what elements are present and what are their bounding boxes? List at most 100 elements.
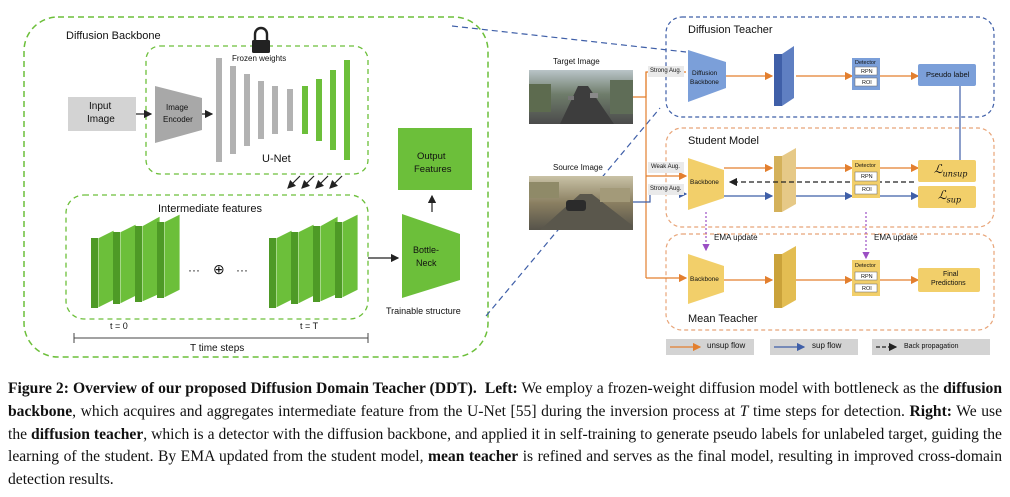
student-backbone-label: Backbone xyxy=(690,179,719,186)
input-flows xyxy=(633,71,688,283)
bottleneck-label-2: Neck xyxy=(416,258,437,268)
backbone-title: Diffusion Backbone xyxy=(66,30,161,42)
loss-unsup-subscript: unsup xyxy=(942,169,968,179)
legend-sup xyxy=(770,339,858,355)
image-encoder-shape xyxy=(155,86,202,143)
roi-label-student: ROI xyxy=(862,187,872,193)
legend-back xyxy=(872,339,990,355)
detector-student xyxy=(852,160,880,198)
source-image xyxy=(529,176,633,230)
caption-figure-label: Figure 2: Overview of our proposed Diffu… xyxy=(8,380,477,397)
student-feature-block xyxy=(774,148,796,212)
rpn-label-student: RPN xyxy=(861,174,873,180)
source-image-label: Source Image xyxy=(553,163,603,172)
oplus-symbol: ⊕ xyxy=(213,261,225,277)
ema-label-right: EMA update xyxy=(874,233,918,242)
strong-aug-box-2 xyxy=(648,184,684,195)
ema-label-left: EMA update xyxy=(714,233,758,242)
legend-unsup xyxy=(666,339,754,355)
bottleneck-shape xyxy=(402,214,460,298)
feature-stack-t0 xyxy=(91,213,181,309)
loss-unsup-symbol: ℒ xyxy=(934,162,943,176)
ddt-overview-figure xyxy=(23,16,995,358)
strong-aug-box-1 xyxy=(648,66,684,77)
student-model-title: Student Model xyxy=(688,135,759,147)
legend-unsup-label: unsup flow xyxy=(707,341,746,350)
caption-text-6: is refined and serves as the final model… xyxy=(8,448,1002,489)
caption-text-4: We use the xyxy=(8,402,1002,443)
image-encoder-label-2: Encoder xyxy=(163,115,193,124)
detector-label-teacher: Detector xyxy=(855,60,876,66)
target-image-label: Target Image xyxy=(553,57,600,66)
roi-label-teacher: ROI xyxy=(862,80,872,86)
student-model-panel xyxy=(665,127,995,228)
mean-feature-block xyxy=(774,246,796,308)
caption-italic-T: T xyxy=(739,402,749,420)
input-image-label-1: Input xyxy=(89,101,112,112)
orange-flows xyxy=(724,71,920,285)
strong-aug-label-1: Strong Aug. xyxy=(650,68,682,74)
trainable-label: Trainable structure xyxy=(386,306,461,316)
rpn-label-teacher: RPN xyxy=(861,69,873,75)
intermediate-title: Intermediate features xyxy=(158,203,262,215)
unet-blocks xyxy=(216,58,350,162)
feature-stack-tT xyxy=(269,213,359,309)
loss-sup-subscript: sup xyxy=(946,195,962,205)
time-axis xyxy=(73,333,369,343)
caption-text-1: We employ a frozen-weight diffusion mode… xyxy=(517,380,944,397)
output-features-label-1: Output xyxy=(417,151,446,162)
rpn-label-mean: RPN xyxy=(861,274,873,280)
diffusion-teacher-title: Diffusion Teacher xyxy=(688,24,773,36)
input-image-box xyxy=(68,97,136,131)
frozen-weights-label: Frozen weights xyxy=(232,54,287,63)
caption-text-5: , which is a detector with the diffusion… xyxy=(8,425,1002,466)
caption-text-3: time steps for detection. xyxy=(748,402,910,420)
dots-left: ··· xyxy=(188,263,200,277)
unet-label: U-Net xyxy=(262,153,291,165)
final-predictions-label-2: Predictions xyxy=(931,280,966,287)
figure-caption: Figure 2: Overview of our proposed Diffu… xyxy=(8,378,1002,492)
output-features-label-2: Features xyxy=(414,164,452,175)
strong-aug-label-2: Strong Aug. xyxy=(650,186,682,192)
dots-right: ··· xyxy=(236,263,248,277)
pseudo-label-to-loss xyxy=(948,83,961,166)
legend-sup-label: sup flow xyxy=(812,341,842,350)
t0-label: t = 0 xyxy=(110,321,128,331)
caption-text-2: , which acquires and aggregates intermed… xyxy=(72,402,740,420)
legend-back-label: Back propagation xyxy=(904,343,959,350)
weak-aug-box xyxy=(648,162,684,173)
weak-aug-label: Weak Aug. xyxy=(651,164,680,170)
target-image xyxy=(529,70,633,124)
diffusion-backbone-label-1: Diffusion xyxy=(692,70,718,77)
detector-mean xyxy=(852,260,880,296)
mean-backbone-shape xyxy=(688,254,724,304)
mean-teacher-panel xyxy=(665,233,995,331)
final-predictions-box xyxy=(918,268,980,292)
pseudo-label-box xyxy=(918,64,976,86)
teacher-feature-block xyxy=(774,46,794,106)
diffusion-backbone-shape xyxy=(688,50,726,102)
detector-teacher xyxy=(852,58,880,90)
loss-sup-box xyxy=(918,186,976,208)
caption-bold-2: diffusion teacher xyxy=(31,425,144,443)
loss-sup-text: ℒsup xyxy=(938,188,962,205)
caption-bold-1: diffusion backbone xyxy=(8,380,1003,420)
intermediate-box xyxy=(65,194,369,320)
lock-icon xyxy=(252,26,270,53)
input-image-label-2: Image xyxy=(87,114,115,125)
student-backbone-shape xyxy=(688,158,724,210)
caption-bold-3: mean teacher xyxy=(428,448,519,466)
mean-teacher-title: Mean Teacher xyxy=(688,313,758,325)
output-features-box xyxy=(398,128,472,190)
feature-extract-arrows xyxy=(287,175,343,189)
mean-backbone-label: Backbone xyxy=(690,276,719,283)
loss-unsup-box xyxy=(918,160,976,182)
diffusion-backbone-label-2: Backbone xyxy=(690,79,719,86)
detector-label-student: Detector xyxy=(855,163,876,169)
diffusion-backbone-panel xyxy=(23,16,489,358)
time-steps-label: T time steps xyxy=(190,343,245,354)
caption-right-label: Right: xyxy=(909,402,952,420)
bottleneck-label-1: Bottle- xyxy=(413,245,440,255)
caption-left-label: Left: xyxy=(484,380,518,397)
diffusion-teacher-panel xyxy=(665,16,995,118)
